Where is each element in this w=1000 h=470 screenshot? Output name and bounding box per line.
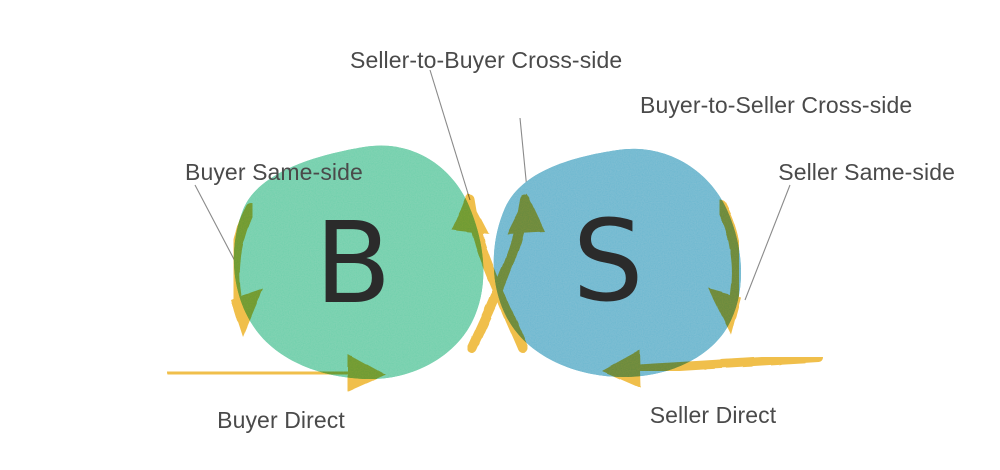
arrows-layer [166,194,823,392]
node-blobs: B S [233,145,742,379]
seller-node-letter: S [572,197,643,327]
arrow-seller-same-side[interactable] [708,199,743,335]
arrow-seller-direct-head [602,350,641,388]
arrow-seller-to-buyer-cross[interactable] [451,194,528,353]
seller-node[interactable]: S [493,148,742,377]
label-buyer-same-side: Buyer Same-side [185,159,363,185]
leader-seller-same-side [744,184,791,301]
labels-layer: Buyer Same-side Seller-to-Buyer Cross-si… [185,47,955,433]
arrow-seller-direct-shaft [618,353,823,375]
arrow-seller-to-buyer-head [451,194,489,234]
label-seller-same-side: Seller Same-side [778,159,955,185]
label-seller-direct: Seller Direct [650,402,777,428]
arrow-buyer-direct[interactable] [166,354,386,392]
arrow-seller-direct[interactable] [602,350,823,388]
label-buyer-direct: Buyer Direct [217,407,345,433]
arrow-buyer-same-side-head [231,289,263,337]
buyer-node[interactable]: B [233,145,484,379]
buyer-blob-shape [233,145,484,379]
arrow-seller-same-side-head [708,288,741,335]
buyer-node-letter: B [315,199,392,329]
arrow-buyer-same-side[interactable] [229,202,263,337]
leader-seller-to-buyer [429,69,471,201]
arrow-buyer-to-seller-head [507,194,545,234]
label-seller-to-buyer-cross: Seller-to-Buyer Cross-side [350,47,622,73]
arrow-buyer-to-seller-cross[interactable] [467,194,545,353]
seller-blob-shape [493,148,742,377]
arrow-buyer-direct-shaft [166,367,373,379]
label-buyer-to-seller-cross: Buyer-to-Seller Cross-side [640,92,912,118]
arrow-buyer-direct-head [348,354,386,392]
